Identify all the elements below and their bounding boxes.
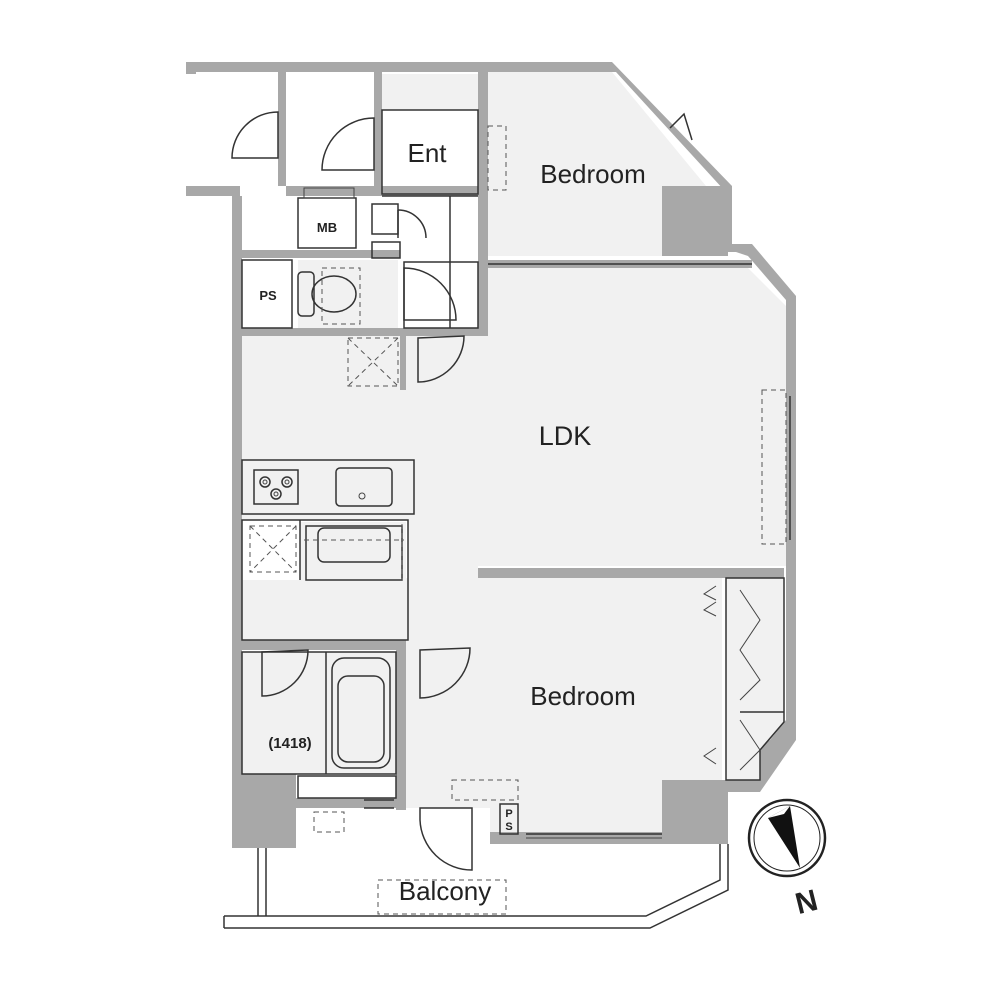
door-storage-1 — [231, 111, 279, 159]
north-label: N — [792, 884, 821, 921]
door-bath — [261, 649, 309, 697]
label-balcony: Balcony — [399, 876, 492, 906]
kitchen-counter — [241, 459, 415, 515]
label-entrance: Ent — [407, 138, 447, 168]
doors — [231, 111, 693, 871]
door-balcony — [419, 807, 473, 871]
label-ps-bottom: S — [505, 821, 512, 833]
entrance-area — [381, 109, 479, 195]
label-bath-size: (1418) — [268, 735, 311, 752]
label-bedroom-north: Bedroom — [540, 159, 646, 189]
labels: Ent Bedroom LDK Bedroom Balcony MB PS P … — [259, 138, 645, 906]
window-ne — [669, 112, 693, 141]
pipe-space-small — [499, 803, 519, 835]
bathtub — [331, 657, 391, 769]
door-bedroom-south — [419, 647, 471, 699]
room-lines — [186, 74, 791, 929]
label-ldk: LDK — [539, 421, 592, 451]
north-arrow-icon: N — [747, 798, 827, 921]
floors — [242, 72, 786, 832]
label-pipe-space: PS — [259, 288, 277, 303]
sink — [335, 467, 393, 507]
door-mb-cabinet — [397, 209, 427, 239]
stove-icon — [253, 469, 299, 505]
label-meter-box: MB — [317, 220, 337, 235]
door-storage-2 — [321, 117, 375, 171]
label-ps-top: P — [505, 808, 512, 820]
label-bedroom-south: Bedroom — [530, 681, 636, 711]
pipe-space — [241, 259, 293, 329]
door-toilet — [403, 267, 457, 321]
door-ldk — [417, 335, 465, 383]
wash-basin — [317, 527, 391, 563]
